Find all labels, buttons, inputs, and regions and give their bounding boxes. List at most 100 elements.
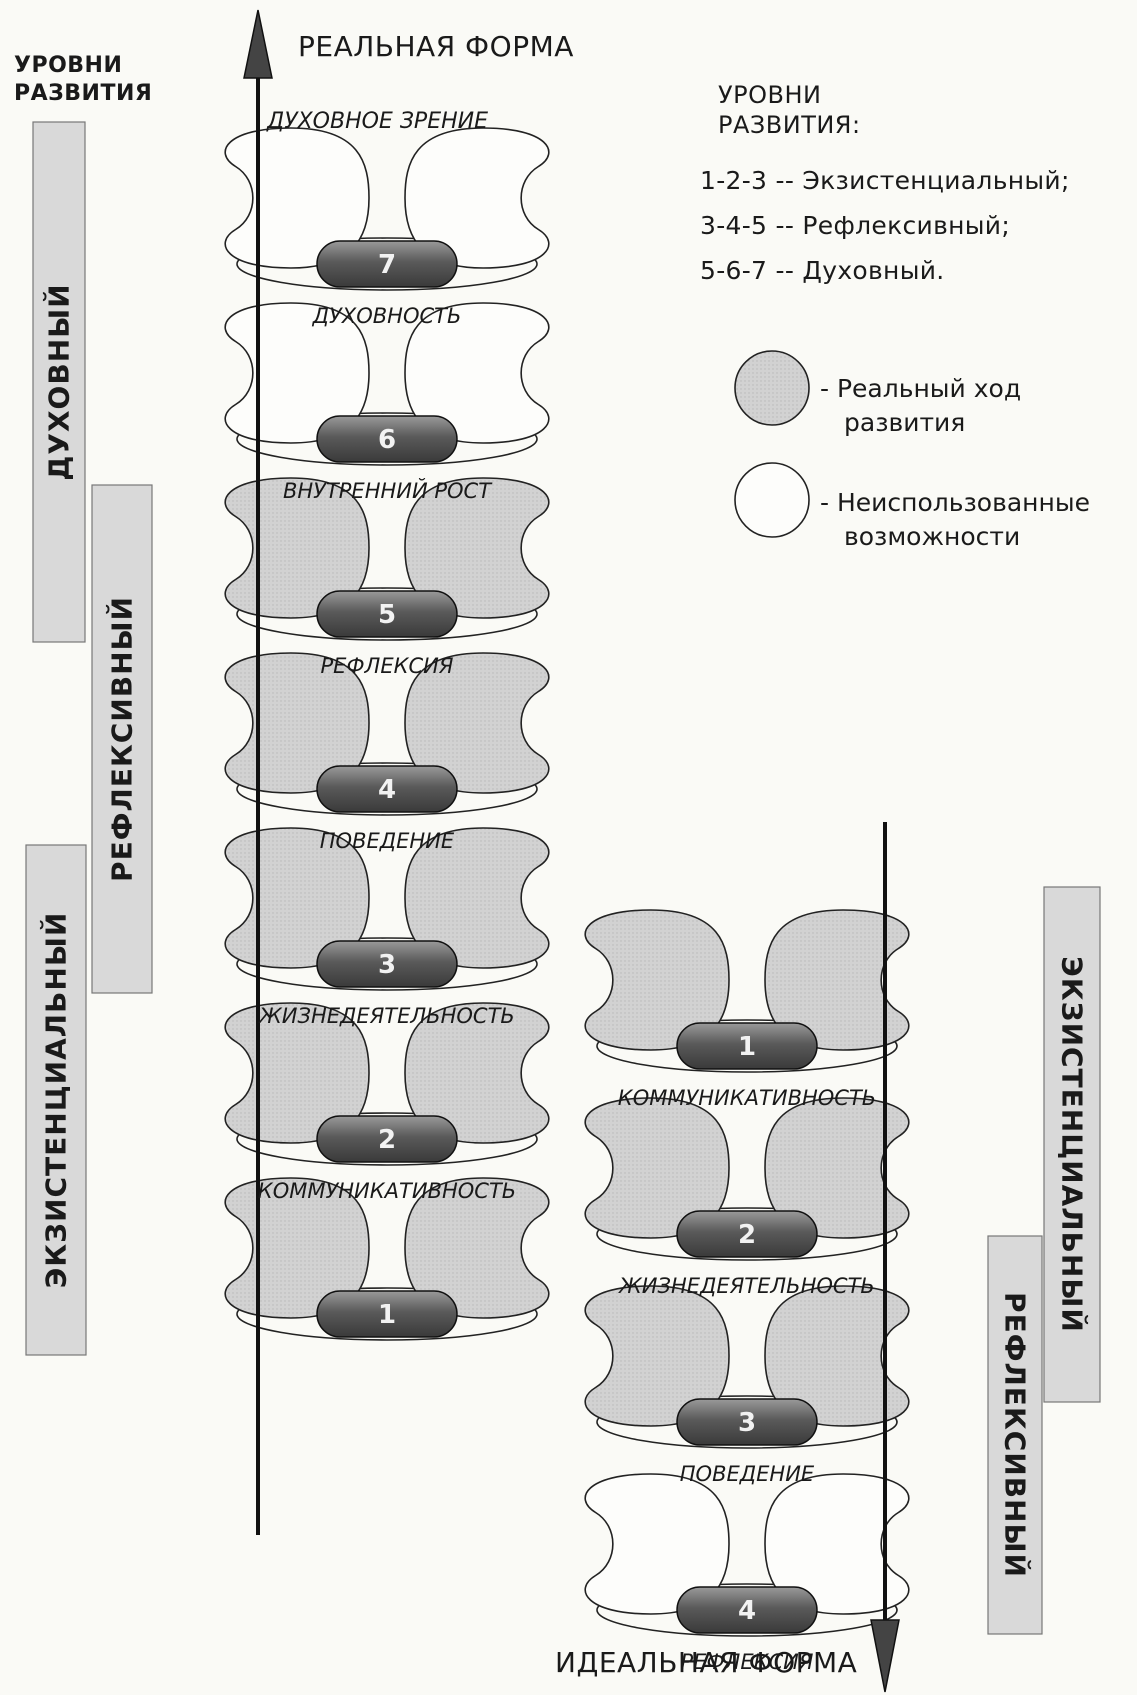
right-bar-reflexive: РЕФЛЕКСИВНЫЙ <box>987 1235 1043 1635</box>
right-bar-existential-box <box>1043 886 1101 1403</box>
legend-real-course-line2: развития <box>844 408 966 437</box>
right-lobe-left-2 <box>584 1097 730 1239</box>
right-stage-label-2: ЖИЗНЕДЕЯТЕЛЬНОСТЬ <box>617 1274 875 1298</box>
right-bar-existential-label: ЭКЗИСТЕНЦИАЛЬНЫЙ <box>1056 956 1090 1333</box>
left-loop-5 <box>236 587 538 641</box>
left-loop-4 <box>236 762 538 816</box>
left-loop-6 <box>236 412 538 466</box>
right-lobe-right-4 <box>764 1473 910 1615</box>
left-stage-number-1: 1 <box>378 1300 396 1330</box>
left-lobe-right-7 <box>404 127 550 269</box>
left-pill-1 <box>316 1290 458 1338</box>
left-stage-number-2: 2 <box>378 1125 396 1155</box>
right-loop-1 <box>596 1019 898 1073</box>
right-loop-2 <box>596 1207 898 1261</box>
left-loop-2 <box>236 1112 538 1166</box>
levels-header-line2: РАЗВИТИЯ <box>14 81 153 106</box>
right-pill-3 <box>676 1398 818 1446</box>
legend-line-spiritual: 5-6-7 -- Духовный. <box>700 256 945 285</box>
right-stage-number-3: 3 <box>738 1408 756 1438</box>
right-stage-label-4: РЕФЛЕКСИЯ <box>681 1650 814 1674</box>
left-lobe-left-4 <box>224 652 370 794</box>
left-stage-label-6: ВНУТРЕННИЙ РОСТ <box>283 478 493 503</box>
legend-real-course-line1: - Реальный ход <box>820 374 1022 403</box>
legend-title-line1: УРОВНИ <box>718 81 822 109</box>
left-pill-6 <box>316 415 458 463</box>
levels-header-line1: УРОВНИ <box>14 53 123 78</box>
left-bar-existential: ЭКЗИСТЕНЦИАЛЬНЫЙ <box>25 844 87 1356</box>
right-stage-number-1: 1 <box>738 1032 756 1062</box>
left-lobe-right-2 <box>404 1002 550 1144</box>
legend-unused-line1: - Неиспользованные <box>820 488 1090 517</box>
left-stage-number-6: 6 <box>378 425 396 455</box>
right-pill-1 <box>676 1022 818 1070</box>
right-bar-reflexive-box <box>987 1235 1043 1635</box>
left-pill-2 <box>316 1115 458 1163</box>
legend-unused-swatch <box>734 462 810 538</box>
left-bar-existential-label: ЭКЗИСТЕНЦИАЛЬНЫЙ <box>39 912 73 1289</box>
left-lobe-right-5 <box>404 477 550 619</box>
left-stage-number-3: 3 <box>378 950 396 980</box>
left-lobe-left-1 <box>224 1177 370 1319</box>
left-stage-number-7: 7 <box>378 250 396 280</box>
right-stage-number-2: 2 <box>738 1220 756 1250</box>
left-stage-2 <box>224 1002 550 1166</box>
right-lobe-right-3 <box>764 1285 910 1427</box>
left-loop-1 <box>236 1287 538 1341</box>
right-stage-2 <box>584 1097 910 1261</box>
right-loop-3 <box>596 1395 898 1449</box>
right-stage-3 <box>584 1285 910 1449</box>
legend-unused-line2: возможности <box>844 522 1021 551</box>
right-pill-2 <box>676 1210 818 1258</box>
left-lobe-left-5 <box>224 477 370 619</box>
right-loop-4 <box>596 1583 898 1637</box>
legend-unused: - Неиспользованные возможности <box>820 486 1090 554</box>
right-bar-existential: ЭКЗИСТЕНЦИАЛЬНЫЙ <box>1043 886 1101 1403</box>
right-pill-4 <box>676 1586 818 1634</box>
right-stage-label-1: КОММУНИКАТИВНОСТЬ <box>618 1086 876 1110</box>
left-loop-3 <box>236 937 538 991</box>
levels-header: УРОВНИ РАЗВИТИЯ <box>14 52 152 108</box>
left-stage-label-3: ЖИЗНЕДЕЯТЕЛЬНОСТЬ <box>257 1004 515 1028</box>
left-pill-3 <box>316 940 458 988</box>
axis-top-label: РЕАЛЬНАЯ ФОРМА <box>298 30 574 63</box>
left-loop-7 <box>236 237 538 291</box>
left-stage-number-4: 4 <box>378 775 396 805</box>
legend-real-course-swatch <box>734 350 810 426</box>
left-bar-reflexive: РЕФЛЕКСИВНЫЙ <box>91 484 153 994</box>
left-lobe-right-1 <box>404 1177 550 1319</box>
axis-up-arrow-icon <box>243 9 273 79</box>
legend-line-reflexive: 3-4-5 -- Рефлексивный; <box>700 211 1011 240</box>
right-stage-1 <box>584 909 910 1073</box>
left-lobe-left-2 <box>224 1002 370 1144</box>
left-bar-existential-box <box>25 844 87 1356</box>
left-bar-spiritual-box <box>32 121 86 643</box>
left-stage-1 <box>224 1177 550 1341</box>
left-lobe-left-6 <box>224 302 370 444</box>
right-lobe-left-1 <box>584 909 730 1051</box>
right-lobe-right-1 <box>764 909 910 1051</box>
left-lobe-right-3 <box>404 827 550 969</box>
left-stage-3 <box>224 827 550 991</box>
right-stage-4 <box>584 1473 910 1637</box>
legend-line-existential: 1-2-3 -- Экзистенциальный; <box>700 166 1070 195</box>
top-stage-label: ДУХОВНОЕ ЗРЕНИЕ <box>266 109 488 134</box>
left-bar-reflexive-box <box>91 484 153 994</box>
left-bar-reflexive-label: РЕФЛЕКСИВНЫЙ <box>105 596 139 882</box>
left-stage-label-4: ПОВЕДЕНИЕ <box>320 829 455 853</box>
left-stage-6 <box>224 302 550 466</box>
right-lobe-left-3 <box>584 1285 730 1427</box>
right-stage-number-4: 4 <box>738 1596 756 1626</box>
left-lobe-right-4 <box>404 652 550 794</box>
right-stage-label-3: ПОВЕДЕНИЕ <box>680 1462 815 1486</box>
left-stage-number-5: 5 <box>378 600 396 630</box>
left-stage-label-5: РЕФЛЕКСИЯ <box>321 654 454 678</box>
left-pill-5 <box>316 590 458 638</box>
left-pill-7 <box>316 240 458 288</box>
left-lobe-left-7 <box>224 127 370 269</box>
right-bar-reflexive-label: РЕФЛЕКСИВНЫЙ <box>999 1292 1033 1578</box>
legend-real-course: - Реальный ход развития <box>820 372 1021 440</box>
legend-title-line2: РАЗВИТИЯ: <box>718 111 861 139</box>
left-stage-label-2: КОММУНИКАТИВНОСТЬ <box>258 1179 516 1203</box>
